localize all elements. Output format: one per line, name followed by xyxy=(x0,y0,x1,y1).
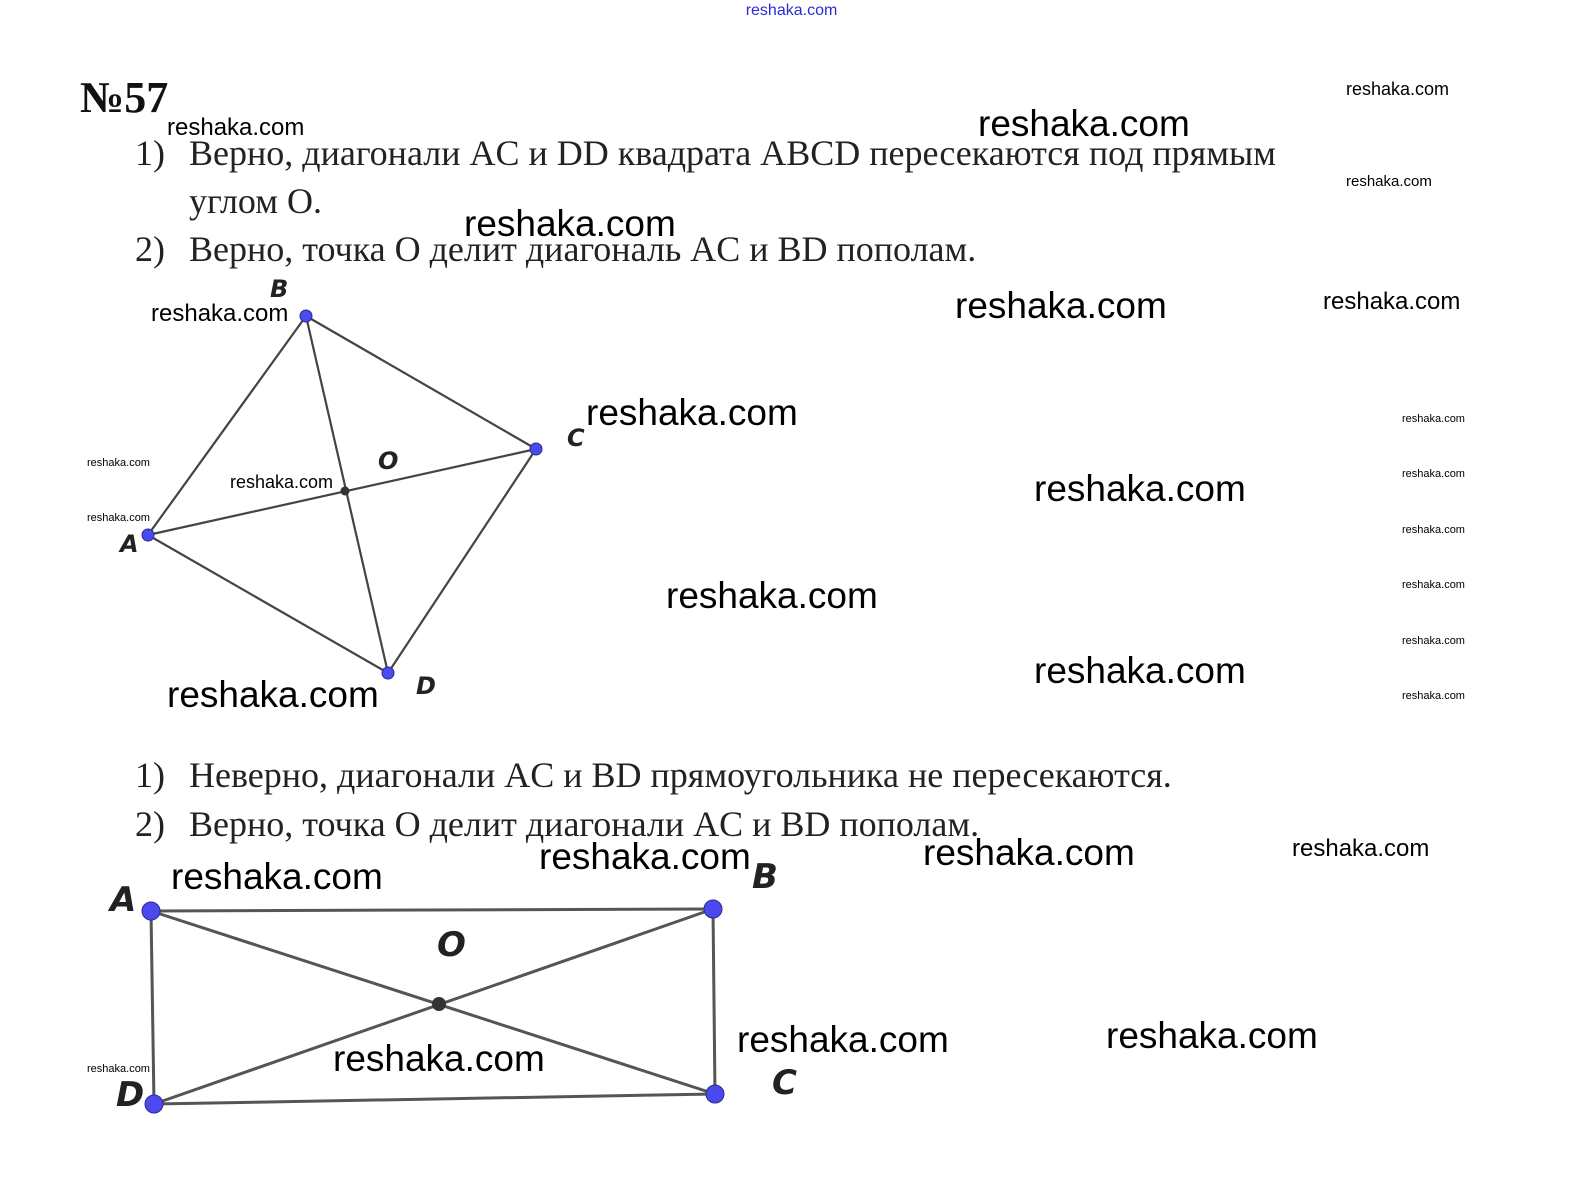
label-c: C xyxy=(772,1063,797,1103)
watermark: reshaka.com xyxy=(923,832,1135,873)
watermark: reshaka.com xyxy=(1292,835,1430,862)
point-a xyxy=(141,901,161,921)
label-c: C xyxy=(567,424,585,452)
statement-2-1: 1) Неверно, диагонали AC и BD прямоугольн… xyxy=(135,754,1172,796)
item-text: Верно, точка O делит диагонали AC и BD п… xyxy=(189,804,980,844)
site-link[interactable]: reshaka.com xyxy=(745,2,838,19)
side-cd xyxy=(153,1092,716,1106)
label-d: D xyxy=(116,1075,144,1115)
watermark: reshaka.com xyxy=(1034,650,1246,691)
item-number: 2) xyxy=(135,229,165,269)
watermark: reshaka.com xyxy=(737,1019,949,1060)
item-number: 1) xyxy=(135,755,165,795)
label-a: A xyxy=(118,530,139,558)
side-da xyxy=(147,534,389,674)
watermark: reshaka.com xyxy=(586,392,798,433)
watermark: reshaka.com xyxy=(151,300,289,327)
item-number: 2) xyxy=(135,804,165,844)
watermark: reshaka.com xyxy=(1402,413,1465,425)
point-b xyxy=(703,899,723,919)
watermark: reshaka.com xyxy=(87,512,150,524)
item-text: Верно, диагонали AC и DD квадрата ABCD п… xyxy=(189,133,1276,173)
point-b xyxy=(299,309,313,323)
item-text: Верно, точка O делит диагональ AC и BD п… xyxy=(189,229,977,269)
label-o: O xyxy=(437,925,466,965)
watermark: reshaka.com xyxy=(1034,468,1246,509)
side-ab xyxy=(150,907,714,913)
statement-1-2: 2) Верно, точка O делит диагональ AC и BD… xyxy=(135,228,976,270)
label-b: B xyxy=(752,857,778,897)
watermark: reshaka.com xyxy=(1346,79,1450,99)
side-bc xyxy=(711,908,717,1095)
watermark: reshaka.com xyxy=(1106,1015,1318,1056)
statement-1-1: 1) Верно, диагонали AC и DD квадрата ABCD… xyxy=(135,132,1276,174)
watermark: reshaka.com xyxy=(955,285,1167,326)
watermark: reshaka.com xyxy=(167,114,305,141)
point-d xyxy=(381,666,395,680)
side-da xyxy=(149,910,156,1105)
label-b: B xyxy=(270,275,288,303)
point-a xyxy=(141,528,155,542)
side-ab xyxy=(147,315,307,536)
watermark: reshaka.com xyxy=(666,575,878,616)
watermark: reshaka.com xyxy=(87,457,150,469)
point-o xyxy=(340,486,350,496)
side-bc xyxy=(305,315,537,450)
side-cd xyxy=(387,448,537,674)
point-c xyxy=(705,1084,725,1104)
watermark: reshaka.com xyxy=(978,103,1190,144)
problem-title: №57 xyxy=(80,73,169,122)
item-text: Неверно, диагонали AC и BD прямоугольник… xyxy=(189,755,1172,795)
label-o: O xyxy=(378,447,398,475)
item-number: 1) xyxy=(135,133,165,173)
watermark: reshaka.com xyxy=(87,1063,150,1075)
watermark: reshaka.com xyxy=(167,674,379,715)
watermark: reshaka.com xyxy=(230,472,334,492)
statement-1-1-cont: углом O. xyxy=(189,181,322,221)
watermark: reshaka.com xyxy=(464,203,676,244)
watermark: reshaka.com xyxy=(1402,468,1465,480)
watermark: reshaka.com xyxy=(1346,173,1432,190)
watermark: reshaka.com xyxy=(1402,635,1465,647)
watermark: reshaka.com xyxy=(1402,524,1465,536)
label-a: A xyxy=(107,880,136,920)
watermark: reshaka.com xyxy=(333,1038,545,1079)
point-c xyxy=(529,442,543,456)
point-o xyxy=(432,997,446,1011)
watermark: reshaka.com xyxy=(1323,288,1461,315)
watermark: reshaka.com xyxy=(1402,579,1465,591)
label-d: D xyxy=(416,672,436,700)
statement-2-2: 2) Верно, точка O делит диагонали AC и BD… xyxy=(135,803,979,845)
watermark: reshaka.com xyxy=(171,856,383,897)
watermark: reshaka.com xyxy=(539,836,751,877)
point-d xyxy=(144,1094,164,1114)
watermark: reshaka.com xyxy=(1402,690,1465,702)
